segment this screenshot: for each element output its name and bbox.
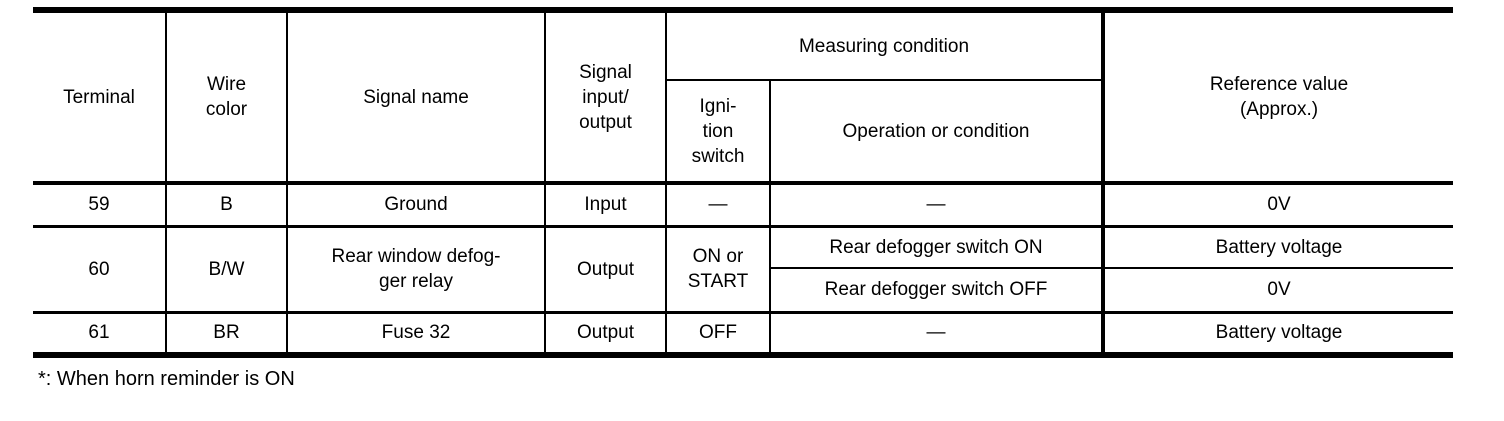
table-header: Terminal Wire color Signal name Signal i…	[33, 13, 1454, 184]
header-signal-io: Signal input/ output	[544, 13, 667, 184]
header-signal-name: Signal name	[286, 13, 546, 184]
cell-operation: Rear defogger switch ON	[768, 224, 1105, 268]
cell-wire-color: B	[165, 181, 288, 226]
cell-signal-io: Output	[544, 224, 667, 312]
cell-ignition-switch: —	[665, 181, 771, 226]
cell-reference-value: 0V	[1101, 181, 1454, 226]
table-row-terminal-61: 61 BR Fuse 32 Output OFF — Battery volta…	[33, 310, 1454, 352]
header-wire-color: Wire color	[165, 13, 288, 184]
table-row-terminal-60-sub: Rear defogger switch OFF 0V	[33, 267, 1454, 312]
footnote: *: When horn reminder is ON	[38, 368, 295, 390]
cell-operation: —	[768, 181, 1105, 226]
cell-operation: —	[768, 310, 1105, 352]
cell-terminal: 61	[33, 310, 167, 352]
header-reference-value: Reference value (Approx.)	[1101, 13, 1454, 184]
table-row-terminal-59: 59 B Ground Input — — 0V	[33, 181, 1454, 226]
cell-signal-name: Fuse 32	[286, 310, 546, 352]
cell-ignition-switch: OFF	[665, 310, 771, 352]
table-row-terminal-60: 60 B/W Rear window defog- ger relay Outp…	[33, 224, 1454, 312]
header-terminal: Terminal	[33, 13, 167, 184]
cell-reference-value: Battery voltage	[1101, 310, 1454, 352]
cell-signal-name: Ground	[286, 181, 546, 226]
signal-reference-table: Terminal Wire color Signal name Signal i…	[33, 13, 1454, 352]
cell-wire-color: BR	[165, 310, 288, 352]
header-row-sub: Igni- tion switch Operation or condition	[33, 80, 1453, 183]
terminal-signal-table: Terminal Wire color Signal name Signal i…	[33, 7, 1454, 358]
cell-operation: Rear defogger switch OFF	[768, 267, 1105, 312]
cell-wire-color: B/W	[165, 224, 288, 312]
cell-signal-name: Rear window defog- ger relay	[286, 224, 546, 312]
cell-signal-io: Output	[544, 310, 667, 352]
cell-terminal: 60	[33, 224, 167, 312]
cell-reference-value: Battery voltage	[1101, 224, 1454, 268]
header-ignition-switch: Igni- tion switch	[665, 80, 771, 183]
cell-reference-value: 0V	[1101, 267, 1454, 312]
header-measuring-condition: Measuring condition	[664, 13, 1105, 81]
cell-terminal: 59	[33, 181, 167, 226]
cell-signal-io: Input	[544, 181, 667, 226]
cell-ignition-switch: ON or START	[665, 224, 771, 312]
header-row-top: Terminal Wire color Signal name Signal i…	[33, 13, 1454, 184]
header-operation-condition: Operation or condition	[768, 80, 1105, 183]
table-body: 59 B Ground Input — — 0V 60 B/W Rear win…	[33, 181, 1454, 352]
